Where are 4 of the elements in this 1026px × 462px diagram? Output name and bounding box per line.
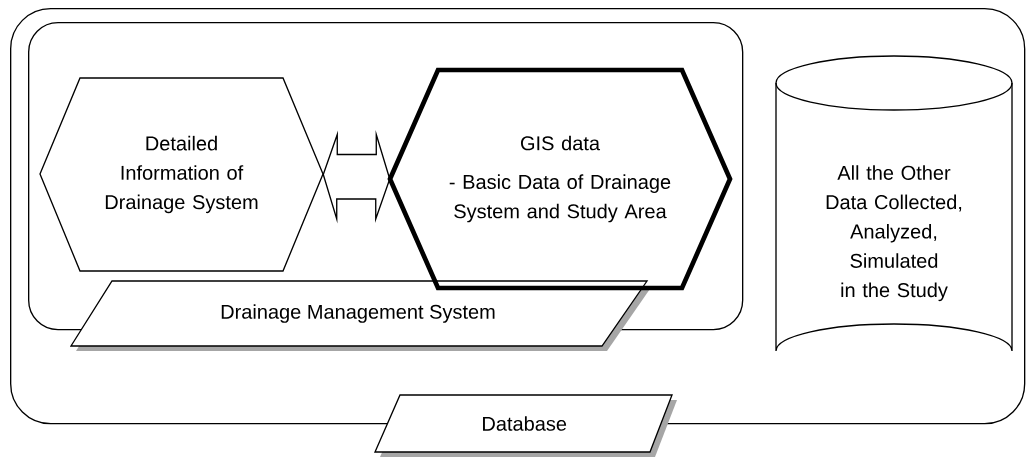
title-tab: Database	[374, 394, 677, 457]
node-label: All the Other Data Collected, Analyzed, Simulated in the Study	[826, 165, 962, 302]
hexagon-box: Detailed Information of Drainage System	[39, 77, 324, 272]
hexagon-box: GIS data - Basic Data of Drainage System and Study Area	[387, 67, 733, 291]
